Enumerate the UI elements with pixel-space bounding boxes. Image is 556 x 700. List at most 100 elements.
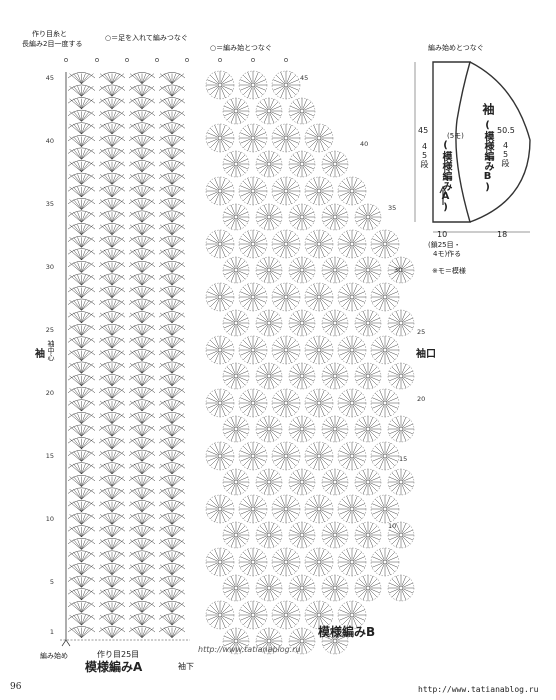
sleeve-center-label: 袖中心: [47, 340, 55, 361]
pattern-a-fan: [67, 223, 96, 235]
pattern-a-fan: [67, 147, 96, 160]
pattern-a-fan: [128, 311, 156, 324]
pattern-a-fan: [158, 399, 186, 412]
pattern-a-fan: [98, 449, 126, 462]
row-label-right: 15: [399, 455, 408, 463]
pattern-a-fan: [98, 487, 126, 500]
pattern-a-fan: [158, 235, 186, 248]
pattern-b-flower: [222, 468, 250, 496]
pattern-b-flower: [238, 282, 268, 312]
pattern-a-fan: [158, 487, 186, 500]
pattern-a-fan: [98, 349, 126, 361]
schematic-title: 袖: [481, 103, 495, 115]
pattern-b-flower: [222, 521, 250, 549]
pattern-a-fan: [128, 109, 156, 122]
pattern-a-fan: [67, 550, 96, 563]
pattern-a-fan: [67, 474, 96, 487]
row-label-left: 40: [45, 136, 54, 145]
pattern-a-fan: [158, 424, 186, 437]
pattern-a-fan: [128, 97, 156, 110]
pattern-a-fan: [158, 550, 186, 563]
watermark-footer: http://www.tatianablog.ru: [418, 685, 539, 694]
pattern-b-flower: [370, 494, 400, 524]
pattern-b-flower: [271, 123, 301, 153]
start-arrow-icon: [61, 639, 71, 647]
pattern-a-fan: [158, 588, 186, 601]
pattern-b-flower: [387, 362, 415, 390]
pattern-b-flower: [321, 574, 349, 602]
pattern-b-flower: [288, 468, 316, 496]
row-label-left: 1: [49, 628, 54, 636]
pattern-a-fan: [98, 109, 126, 122]
pattern-a-fan: [67, 525, 96, 538]
pattern-a-fan: [158, 537, 186, 550]
pattern-b-flower: [205, 70, 235, 100]
pattern-a-fan: [158, 512, 186, 525]
pattern-b-flower: [354, 203, 382, 231]
pattern-b-flower: [337, 229, 367, 259]
pattern-b-flower: [205, 441, 235, 471]
pattern-b-flower: [255, 627, 283, 655]
pattern-a-fan: [67, 109, 96, 122]
pattern-a-fan: [98, 298, 126, 311]
pattern-a-fan: [98, 135, 126, 147]
pattern-a-fan: [128, 462, 156, 475]
pattern-b-flower: [321, 203, 349, 231]
pattern-a-fan: [67, 122, 96, 135]
pattern-b-flower: [222, 362, 250, 390]
pattern-a-fan: [98, 424, 126, 437]
pattern-b-flower: [304, 229, 334, 259]
underarm-label: 袖下: [178, 662, 194, 671]
pattern-a-fan: [98, 185, 126, 198]
row-label-right: 25: [417, 328, 426, 336]
pattern-a-fan: [158, 462, 186, 475]
pattern-a-fan: [98, 361, 126, 374]
pattern-b-flower: [255, 468, 283, 496]
pattern-b-flower: [321, 468, 349, 496]
pattern-b-flower: [288, 203, 316, 231]
pattern-b-flower: [205, 388, 235, 418]
pattern-a-fan: [128, 72, 156, 84]
pattern-a-fan: [128, 386, 156, 399]
pattern-b-flower: [304, 388, 334, 418]
schematic-bottom-dim: 10: [437, 230, 448, 239]
pattern-a-fan: [128, 412, 156, 424]
pattern-b-flower: [271, 70, 301, 100]
start-label: 編み始め: [40, 652, 68, 660]
row-label-left: 10: [45, 514, 54, 523]
pattern-b-flower: [205, 335, 235, 365]
pattern-b-flower: [370, 388, 400, 418]
pattern-a-fan: [128, 147, 156, 160]
pattern-a-fan: [98, 97, 126, 110]
pattern-a-fan: [98, 286, 126, 298]
pattern-a-fan: [158, 449, 186, 462]
pattern-b-flower: [387, 468, 415, 496]
pattern-a-fan: [67, 273, 96, 286]
bindoff-dot: [218, 58, 222, 62]
pattern-a-fan: [128, 424, 156, 437]
pattern-a-fan: [98, 273, 126, 286]
pattern-a-fan: [158, 374, 186, 387]
pattern-a-fan: [67, 361, 96, 374]
bindoff-dot: [95, 58, 99, 62]
sleeve-label-left: 袖: [35, 349, 45, 360]
pattern-a-fan: [67, 626, 96, 638]
schematic-bottom-dim2: (鎖25目・: [428, 241, 461, 249]
pattern-a-fan: [128, 575, 156, 588]
pattern-a-fan: [128, 336, 156, 349]
cuff-label: 袖口: [416, 349, 436, 360]
foundation-label: 作り目25目: [97, 650, 140, 659]
pattern-a-fan: [158, 172, 186, 185]
schematic-legend: ※モ＝模様: [432, 267, 466, 275]
pattern-a-fan: [67, 563, 96, 575]
pattern-b-flower: [271, 388, 301, 418]
row-label-right: 45: [300, 74, 309, 82]
pattern-a-fan: [128, 286, 156, 298]
pattern-a-fan: [128, 122, 156, 135]
pattern-a-fan: [158, 109, 186, 122]
pattern-a-fan: [158, 500, 186, 512]
pattern-b-flower: [255, 415, 283, 443]
note-decrease-line1: 作り目糸と: [32, 30, 67, 38]
pattern-b-flower: [205, 600, 235, 630]
row-label-right: 30: [394, 266, 403, 274]
